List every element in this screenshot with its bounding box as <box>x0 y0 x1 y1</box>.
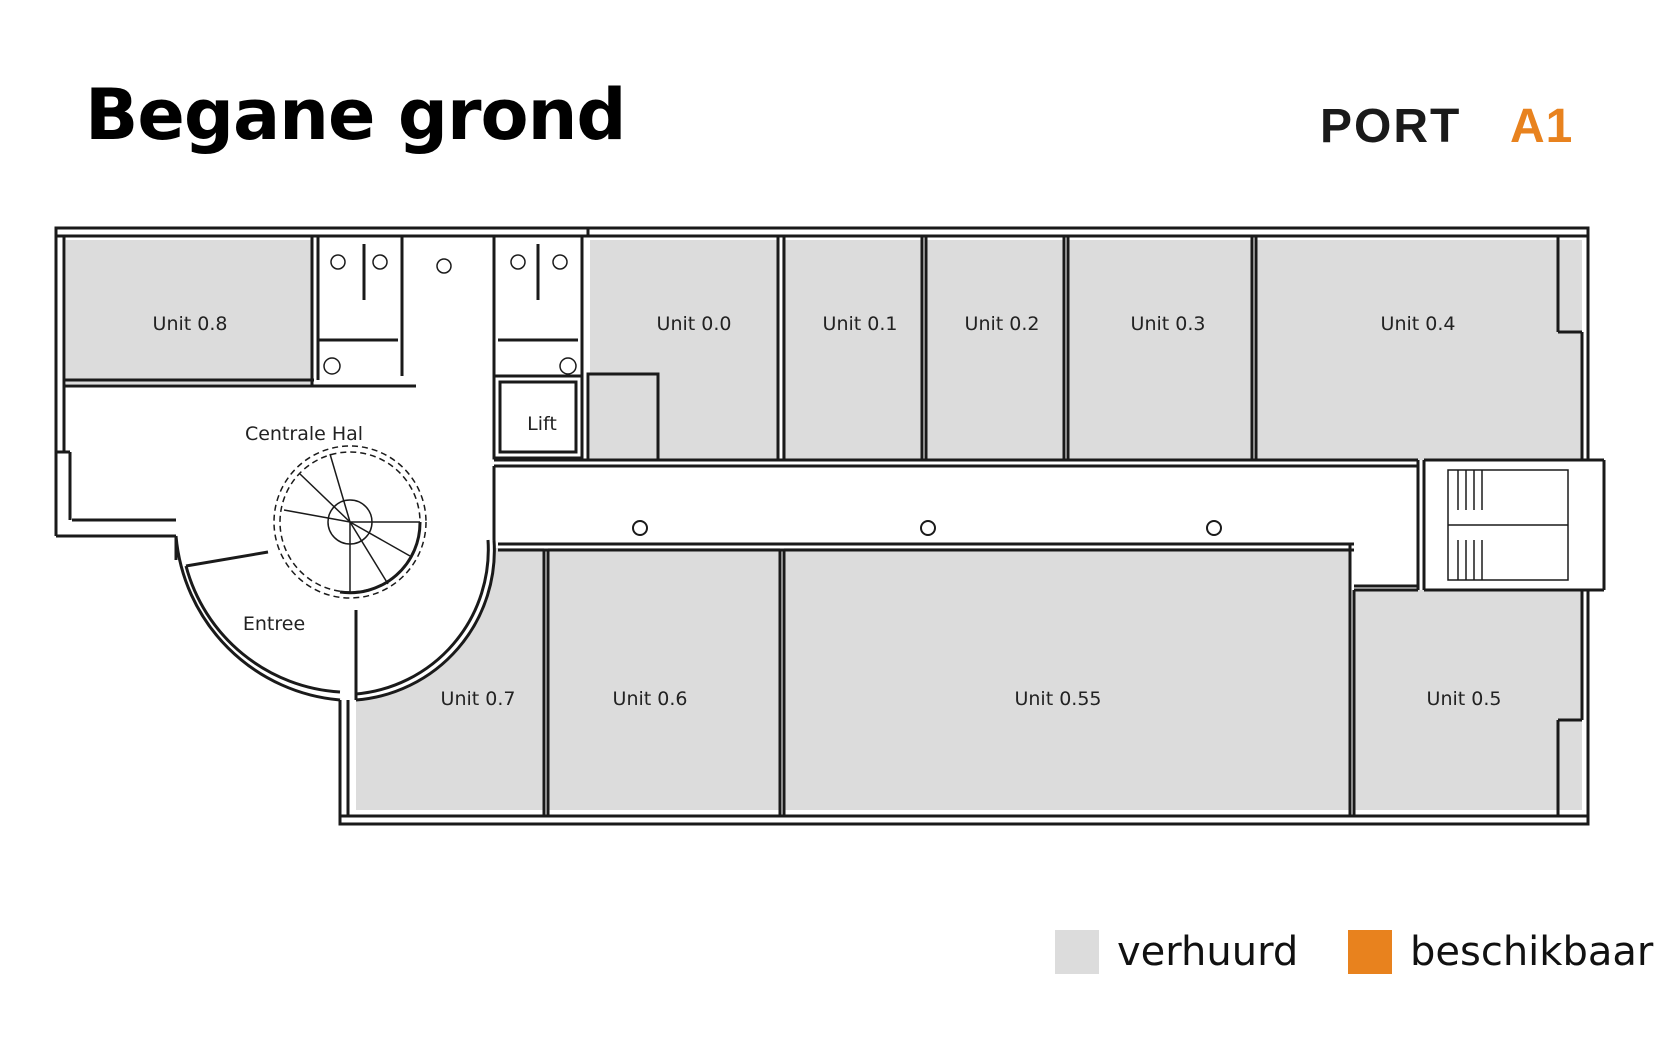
label-unit-08: Unit 0.8 <box>153 313 228 335</box>
label-lift: Lift <box>527 413 557 435</box>
centrale-hal-floor <box>66 388 495 700</box>
unit-00-area[interactable] <box>590 240 778 460</box>
porta1-logo: PORT A1 <box>1320 100 1573 150</box>
label-unit-055: Unit 0.55 <box>1014 688 1101 710</box>
unit-08-area[interactable] <box>66 240 312 384</box>
legend-available-label: beschikbaar <box>1410 929 1654 975</box>
label-entree: Entree <box>243 613 305 635</box>
stairs <box>1447 469 1569 581</box>
label-centrale-hal: Centrale Hal <box>245 423 363 445</box>
spiral-staircase <box>273 445 427 599</box>
unit-03-area[interactable] <box>1068 240 1252 460</box>
legend-available: beschikbaar <box>1348 928 1653 976</box>
walls <box>54 226 1606 826</box>
page-title: Begane grond <box>85 74 627 156</box>
legend-rented-swatch <box>1055 930 1099 974</box>
unit-06-area[interactable] <box>548 548 780 810</box>
rented-areas <box>66 240 1582 810</box>
legend-rented-label: verhuurd <box>1117 929 1299 975</box>
unit-04-area[interactable] <box>1256 240 1582 460</box>
label-unit-03: Unit 0.3 <box>1131 313 1206 335</box>
unit-055-area[interactable] <box>784 548 1350 810</box>
label-unit-06: Unit 0.6 <box>613 688 688 710</box>
label-unit-05: Unit 0.5 <box>1427 688 1502 710</box>
label-unit-01: Unit 0.1 <box>823 313 898 335</box>
unit-05-area[interactable] <box>1354 590 1582 810</box>
legend-available-swatch <box>1348 930 1392 974</box>
legend-rented: verhuurd <box>1055 928 1298 976</box>
unit-02-area[interactable] <box>926 240 1064 460</box>
label-unit-04: Unit 0.4 <box>1381 313 1456 335</box>
room-labels: Unit 0.8 Unit 0.0 Unit 0.1 Unit 0.2 Unit… <box>153 313 1502 710</box>
label-unit-02: Unit 0.2 <box>965 313 1040 335</box>
corridor <box>498 464 1418 544</box>
columns <box>632 520 1222 536</box>
logo-text-dark: PORT <box>1320 100 1461 150</box>
logo-text-accent: A1 <box>1510 100 1573 150</box>
unit-01-area[interactable] <box>782 240 922 460</box>
curved-walls <box>174 535 496 702</box>
label-unit-07: Unit 0.7 <box>441 688 516 710</box>
label-unit-00: Unit 0.0 <box>657 313 732 335</box>
toilets <box>323 254 577 375</box>
